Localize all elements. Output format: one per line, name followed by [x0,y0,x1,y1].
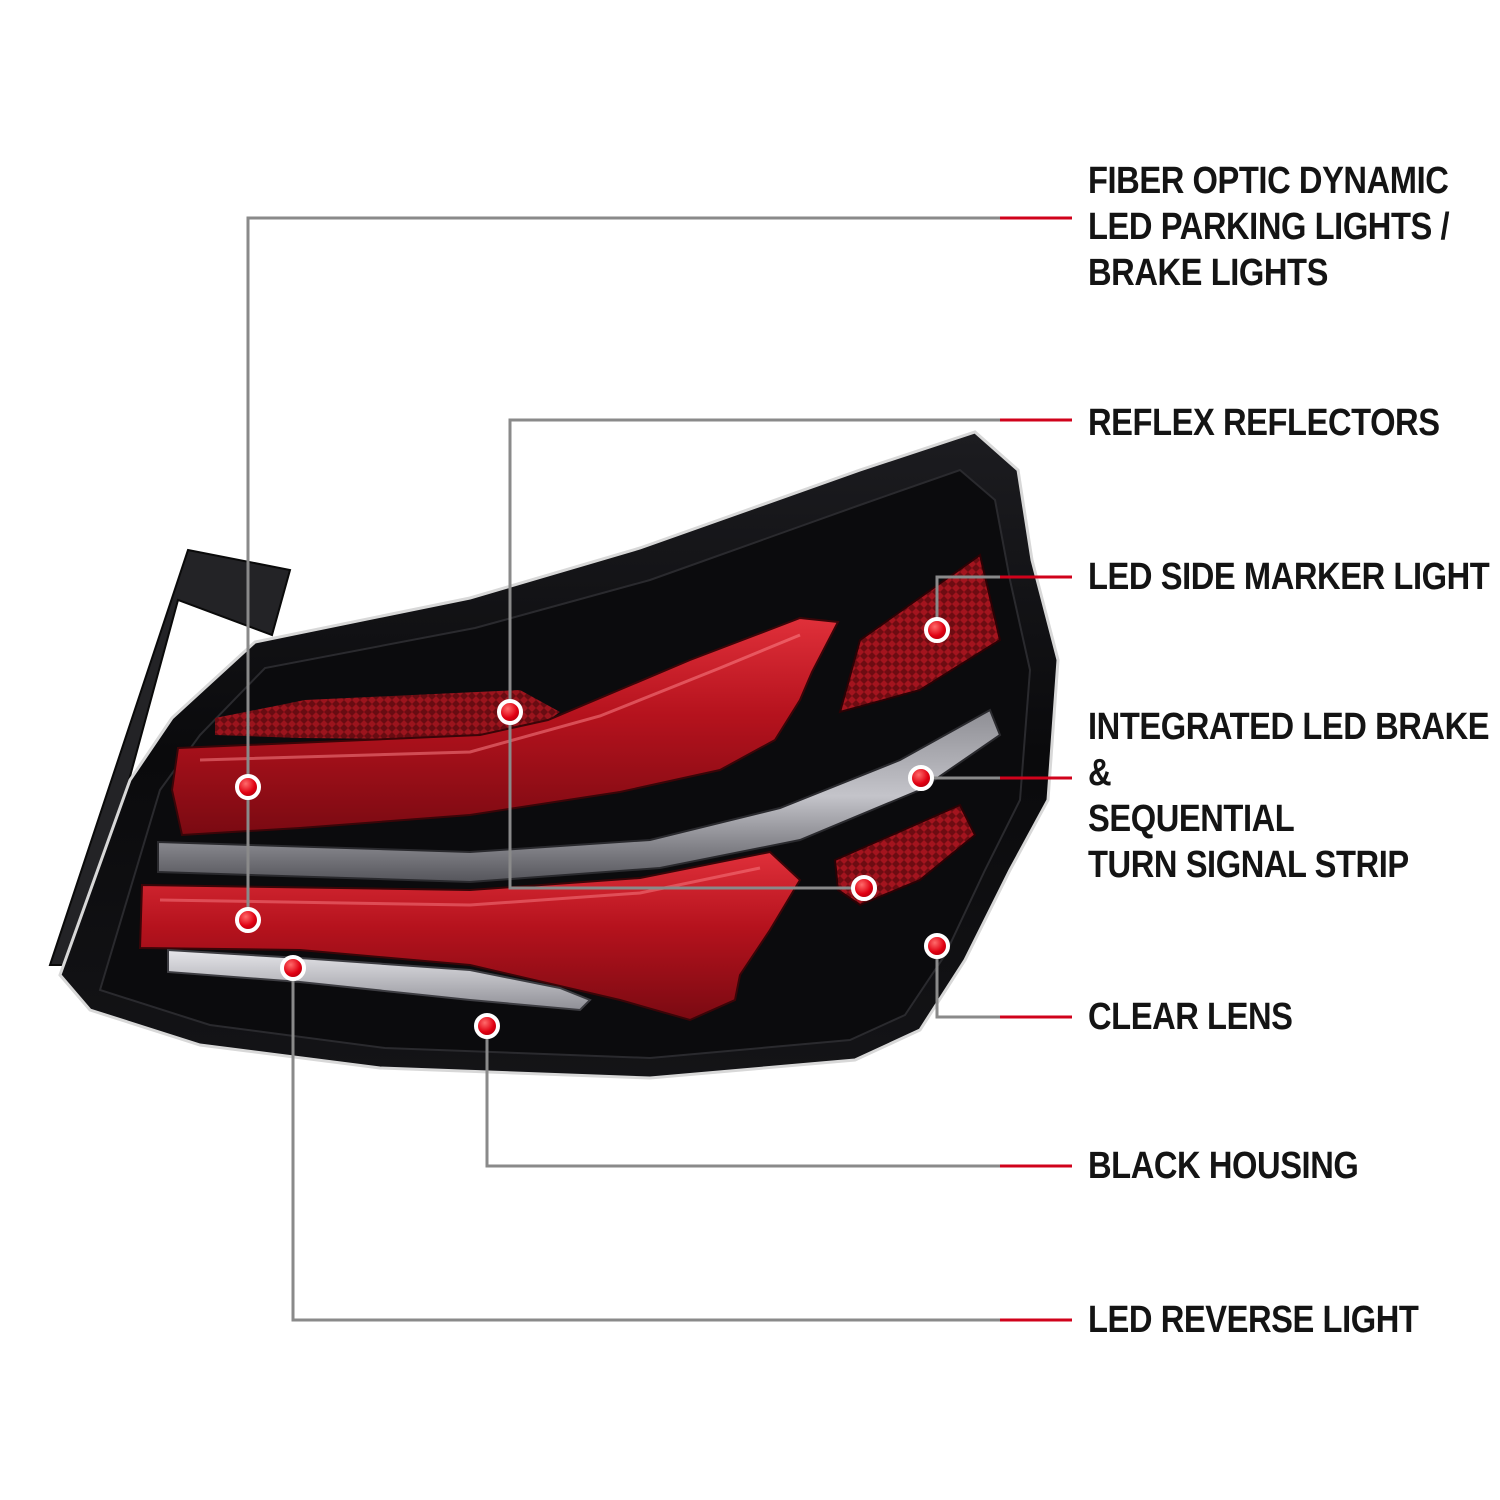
dot-parking-upper [235,774,261,800]
callout-line: REFLEX REFLECTORS [1088,402,1440,444]
callout-line: TURN SIGNAL STRIP [1088,844,1409,886]
dot-reflex-lower [851,875,877,901]
callout-integrated-brake-turn-strip: INTEGRATED LED BRAKE & SEQUENTIAL TURN S… [1088,704,1490,888]
callout-led-reverse-light: LED REVERSE LIGHT [1088,1297,1419,1343]
reverse-lens [167,948,592,1012]
dot-reflex-upper [497,699,523,725]
callout-line: INTEGRATED LED BRAKE [1088,706,1490,748]
callout-led-side-marker: LED SIDE MARKER LIGHT [1088,554,1490,600]
callout-clear-lens: CLEAR LENS [1088,994,1293,1040]
side-marker-reflector [838,553,1002,714]
dot-parking-lower [235,907,261,933]
dot-clear-lens [924,933,950,959]
dot-housing [474,1013,500,1039]
callout-line: BRAKE LIGHTS [1088,252,1328,294]
dot-strip [908,765,934,791]
reflex-mesh-upper [215,690,560,740]
leader-lines [246,216,1072,1322]
dot-side-marker [924,617,950,643]
callout-line: LED REVERSE LIGHT [1088,1299,1419,1341]
callout-line: SEQUENTIAL [1088,798,1295,840]
callout-reflex-reflectors: REFLEX REFLECTORS [1088,400,1440,446]
callout-fiber-optic-parking-brake: FIBER OPTIC DYNAMIC LED PARKING LIGHTS /… [1088,158,1450,296]
callout-line: CLEAR LENS [1088,996,1293,1038]
upper-red-bar [170,616,840,837]
mounting-flange [48,548,292,966]
turn-signal-strip [157,708,1002,884]
callout-line: LED SIDE MARKER LIGHT [1088,556,1490,598]
callout-line: & [1088,752,1112,794]
callout-black-housing: BLACK HOUSING [1088,1143,1359,1189]
callout-line: BLACK HOUSING [1088,1145,1359,1187]
callout-line: FIBER OPTIC DYNAMIC [1088,160,1449,202]
dot-reverse [280,955,306,981]
callout-dots [235,617,950,1039]
callout-line: LED PARKING LIGHTS / [1088,206,1450,248]
lower-red-bar [138,850,802,1022]
